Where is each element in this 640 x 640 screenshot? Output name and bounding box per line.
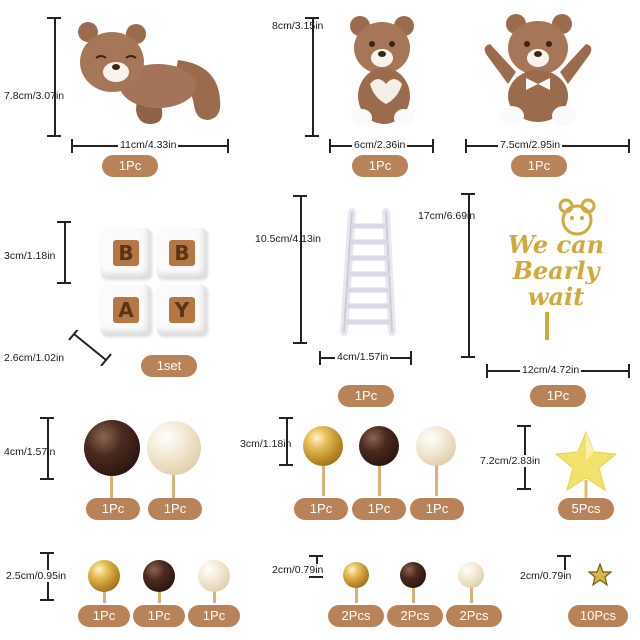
blocks-qty-badge: 1set [141,355,197,377]
ball-medium-gold-qty: 1Pc [294,498,348,520]
ball-tiny-brown [400,562,426,588]
ball-small-cream-qty: 1Pc [188,605,240,627]
ladder-width-label: 4cm/1.57in [335,351,391,363]
bowtie-bear-image [484,14,592,126]
ball-tiny-cream [458,562,484,588]
star-small-image [588,563,612,587]
lying-bear-width-label: 11cm/4.33in [118,139,179,151]
lying-bear-image [78,22,221,124]
bowtie-bear-qty-badge: 1Pc [511,155,567,177]
ball-medium-brown [359,426,399,466]
topper-width-label: 12cm/4.72in [520,364,582,376]
ball-small-gold [88,560,120,592]
ball-tiny-cream-qty: 2Pcs [446,605,502,627]
ladder-image [340,208,396,336]
heart-bear-qty-badge: 1Pc [352,155,408,177]
ball-small-brown-qty: 1Pc [133,605,185,627]
star-large-image [554,430,618,498]
ball-small-cream [198,560,230,592]
ball-small-gold-qty: 1Pc [78,605,130,627]
ball-medium-gold [303,426,343,466]
ball-medium-cream-qty: 1Pc [410,498,464,520]
ball-tiny-gold-qty: 2Pcs [328,605,384,627]
topper-text: We can Bearly wait [507,230,605,311]
lying-bear-height-label: 7.8cm/3.07in [4,90,65,102]
star-large-dim-label: 7.2cm/2.83in [480,455,541,467]
star-small-qty-badge: 10Pcs [568,605,628,627]
balls-tiny-dim-label: 2cm/0.79in [272,564,324,576]
blocks-height-label: 3cm/1.18in [4,250,56,262]
ladder-qty-badge: 1Pc [338,385,394,407]
ball-large-cream-qty: 1Pc [148,498,202,520]
balls-medium-dim-label: 3cm/1.18in [240,438,292,450]
topper-stick [545,312,549,340]
block-a: A [101,285,151,335]
bowtie-bear-width-label: 7.5cm/2.95in [498,139,563,151]
blocks-depth-dimension [68,330,112,366]
topper-bear-silhouette [558,198,596,236]
ladder-height-label: 10.5cm/4.13in [255,233,321,245]
block-b2: B [157,228,207,278]
star-large-qty-badge: 5Pcs [558,498,614,520]
blocks-depth-label: 2.6cm/1.02in [4,352,65,364]
heart-bear-width-label: 6cm/2.36in [352,139,408,151]
topper-height-label: 17cm/6.69in [418,210,476,222]
ball-tiny-brown-qty: 2Pcs [387,605,443,627]
ball-medium-cream [416,426,456,466]
balls-large-dim-label: 4cm/1.57in [4,446,56,458]
block-b1: B [101,228,151,278]
ball-tiny-gold [343,562,369,588]
balls-small-dim-label: 2.5cm/0.95in [6,570,67,582]
block-y: Y [157,285,207,335]
ball-large-cream [147,421,201,475]
ball-large-brown [84,420,140,476]
topper-qty-badge: 1Pc [530,385,586,407]
ball-large-brown-qty: 1Pc [86,498,140,520]
ball-small-brown [143,560,175,592]
heart-bear-height-label: 8cm/3.15in [272,20,324,32]
lying-bear-qty-badge: 1Pc [102,155,158,177]
heart-bear-image [350,16,414,127]
star-small-dim-label: 2cm/0.79in [520,570,572,582]
ball-medium-brown-qty: 1Pc [352,498,406,520]
